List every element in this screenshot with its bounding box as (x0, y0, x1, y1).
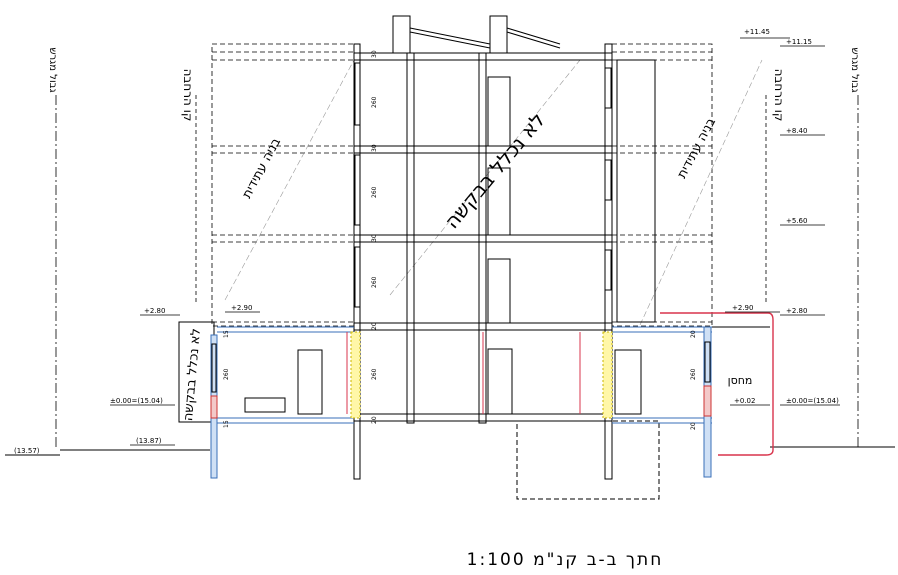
future-building-right (611, 43, 713, 327)
plot-boundary-lines (55, 95, 859, 450)
dim-30-a: 30 (371, 50, 378, 58)
right-plot-boundary-label: גבול מגרש (849, 47, 860, 92)
dim-260-b: 260 (371, 186, 378, 198)
highlight-walls (346, 331, 613, 419)
dim-20-b: 20 (371, 416, 378, 424)
dim-260-d: 260 (371, 368, 378, 380)
level-1357: (13.57) (14, 447, 40, 455)
left-future-label: בניה עתידית (240, 136, 284, 202)
dim-260-e: 260 (223, 368, 230, 380)
dim-20-c: 20 (690, 422, 697, 430)
left-not-included-label: לא נכלל בבקשה (181, 328, 204, 422)
left-extension (178, 321, 354, 479)
dim-20-d: 20 (690, 330, 697, 338)
dim-30-c: 30 (371, 234, 378, 242)
future-building-left (211, 43, 355, 327)
section-title: חתך ב-ב קנ"מ 1:100 (467, 550, 664, 570)
dim-15-b: 15 (223, 420, 230, 428)
right-extension (612, 312, 774, 478)
future-diagonals (224, 59, 763, 326)
dim-30-b: 30 (371, 144, 378, 152)
left-expansion-label: קו הרחבה (181, 69, 195, 122)
dim-260-f: 260 (690, 368, 697, 380)
level-1145: +11.45 (744, 28, 770, 36)
level-560: +5.60 (786, 217, 807, 225)
level-zero-left: ±0.00=(15.04) (110, 397, 163, 405)
main-structure (5, 15, 895, 500)
right-future-label: בניה עתידית (675, 116, 719, 182)
dim-15-a: 15 (223, 330, 230, 338)
dim-260-a: 260 (371, 96, 378, 108)
center-not-included-label: לא נכלל בבקשה (439, 108, 550, 233)
level-1115: +11.15 (786, 38, 812, 46)
storage-label: מחסן (728, 374, 753, 387)
level-zero-right: ±0.00=(15.04) (786, 397, 839, 405)
level-002: +0.02 (734, 397, 755, 405)
level-280-left: +2.80 (144, 307, 165, 315)
dim-260-c: 260 (371, 276, 378, 288)
left-plot-boundary-label: גבול מגרש (47, 47, 58, 92)
level-markers (10, 37, 840, 456)
right-expansion-label: קו הרחבה (772, 69, 786, 122)
level-1387: (13.87) (136, 437, 162, 445)
level-840: +8.40 (786, 127, 807, 135)
level-280-right: +2.80 (786, 307, 807, 315)
expansion-lines (195, 95, 767, 305)
level-290-right: +2.90 (732, 304, 753, 312)
level-290-left: +2.90 (231, 304, 252, 312)
dim-20-a: 20 (371, 322, 378, 330)
